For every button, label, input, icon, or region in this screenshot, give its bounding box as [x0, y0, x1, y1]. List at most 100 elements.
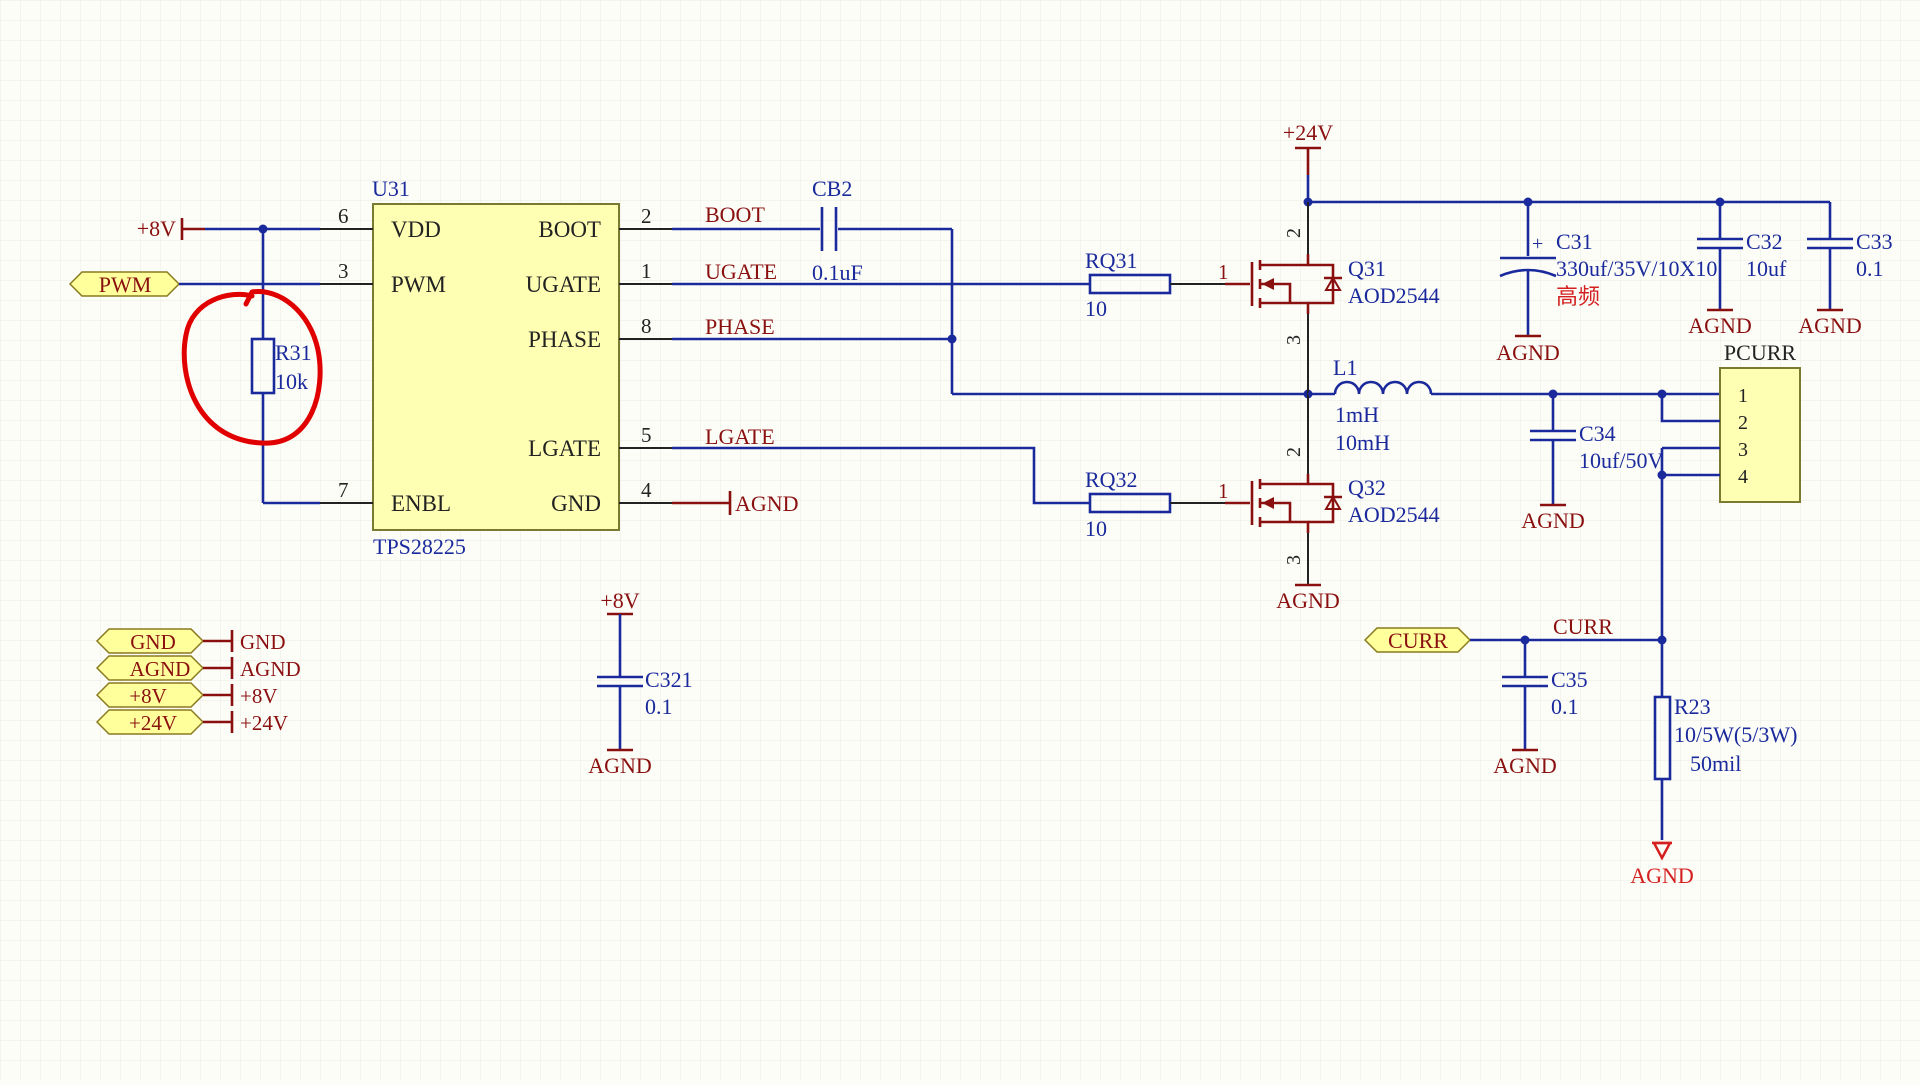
svg-text:GND: GND [130, 630, 176, 654]
pin-num-enbl: 7 [338, 478, 349, 502]
l1-ref: L1 [1333, 355, 1357, 380]
l1-value2: 10mH [1335, 430, 1390, 455]
pin-name-boot: BOOT [538, 217, 601, 242]
pin-num-boot: 2 [641, 204, 652, 228]
q31-ref: Q31 [1348, 256, 1386, 281]
pin-num-vdd: 6 [338, 204, 349, 228]
c35-value: 0.1 [1551, 694, 1579, 719]
rq31-pin-num: 1 [1218, 260, 1229, 284]
c31-plus: + [1532, 233, 1543, 255]
c321-8v-label: +8V [600, 588, 639, 613]
pin-num-ugate: 1 [641, 259, 652, 283]
r23-value: 10/5W(5/3W) [1674, 722, 1797, 747]
r31-ref: R31 [275, 340, 312, 365]
legend-row-agnd[interactable]: AGND AGND [95, 655, 301, 681]
port-pwm-label: PWM [99, 272, 152, 297]
pcurr-pin-4: 4 [1738, 466, 1748, 488]
svg-text:+8V: +8V [129, 684, 167, 708]
cb2-value: 0.1uF [812, 260, 863, 285]
port-curr[interactable]: CURR [1363, 627, 1472, 653]
svg-text:+24V: +24V [129, 711, 177, 735]
capacitor-c31[interactable]: + C31 330uf/35V/10X10 高频 AGND [1496, 202, 1717, 365]
legend-row-24v[interactable]: +24V +24V [95, 709, 288, 735]
q31-pin-d: 2 [1283, 228, 1305, 238]
c32-value: 10uf [1746, 256, 1787, 281]
r31-value: 10k [275, 369, 308, 394]
pcurr-pin-3: 3 [1738, 439, 1748, 461]
mosfet-q32[interactable]: 2 3 Q32 AOD2544 [1225, 394, 1440, 585]
pin-name-phase: PHASE [528, 327, 601, 352]
port-pwm[interactable]: PWM [68, 271, 181, 297]
c33-agnd-label: AGND [1798, 313, 1862, 338]
pin-num-phase: 8 [641, 314, 652, 338]
svg-text:+8V: +8V [240, 684, 278, 708]
capacitor-c33[interactable]: C33 0.1 AGND [1798, 202, 1893, 338]
rq32-pin-num: 1 [1218, 479, 1229, 503]
capacitor-c32[interactable]: C32 10uf AGND [1688, 202, 1787, 338]
power-8v-label: +8V [137, 216, 176, 241]
pin-num-gnd: 4 [641, 478, 652, 502]
c34-agnd-label: AGND [1521, 508, 1585, 533]
c33-value: 0.1 [1856, 256, 1884, 281]
rq31-ref: RQ31 [1085, 248, 1138, 273]
rq32-ref: RQ32 [1085, 467, 1138, 492]
capacitor-c35[interactable]: C35 0.1 AGND [1493, 640, 1588, 778]
q31-part: AOD2544 [1348, 283, 1440, 308]
resistor-rq31[interactable]: RQ31 10 [1085, 248, 1172, 321]
net-label-boot: BOOT [705, 202, 765, 227]
c31-agnd-label: AGND [1496, 340, 1560, 365]
pcurr-ref: PCURR [1724, 340, 1796, 365]
c33-ref: C33 [1856, 229, 1893, 254]
q32-agnd-label: AGND [1276, 588, 1340, 613]
pin-name-gnd: GND [551, 491, 601, 516]
c32-agnd-label: AGND [1688, 313, 1752, 338]
port-curr-label: CURR [1388, 628, 1448, 653]
pin-num-pwm: 3 [338, 259, 349, 283]
resistor-r23[interactable]: R23 10/5W(5/3W) 50mil AGND [1630, 694, 1797, 888]
net-label-ugate: UGATE [705, 259, 777, 284]
svg-text:AGND: AGND [130, 657, 191, 681]
pin-name-vdd: VDD [391, 217, 441, 242]
q32-part: AOD2544 [1348, 502, 1440, 527]
ic-u31[interactable]: U31 TPS28225 6 3 7 VDD PWM ENBL 2 1 8 5 … [320, 176, 672, 559]
r23-agnd-label: AGND [1630, 863, 1694, 888]
c35-agnd-label: AGND [1493, 753, 1557, 778]
mosfet-q31[interactable]: 2 3 Q31 AOD2544 [1225, 202, 1440, 394]
capacitor-c34[interactable]: C34 10uf/50V AGND [1521, 394, 1663, 533]
legend-row-8v[interactable]: +8V +8V [95, 682, 278, 708]
highlight-circle [181, 289, 323, 446]
c321-value: 0.1 [645, 694, 673, 719]
cb2-ref: CB2 [812, 176, 852, 201]
capacitor-cb2[interactable]: CB2 0.1uF [812, 176, 863, 285]
net-label-curr: CURR [1553, 614, 1613, 639]
c31-value: 330uf/35V/10X10 [1556, 256, 1717, 281]
inductor-l1[interactable]: L1 1mH 10mH [1308, 355, 1433, 455]
legend-row-gnd[interactable]: GND GND [95, 628, 286, 654]
ic-designator: U31 [372, 176, 410, 201]
ic-body [372, 203, 620, 531]
q32-pin-d: 2 [1283, 447, 1305, 457]
pcurr-pin-2: 2 [1738, 412, 1748, 434]
rq32-value: 10 [1085, 516, 1107, 541]
r23-note: 50mil [1690, 751, 1741, 776]
c35-ref: C35 [1551, 667, 1588, 692]
pin-name-ugate: UGATE [526, 272, 601, 297]
ic-part: TPS28225 [373, 534, 466, 559]
power-8v-left: +8V [137, 216, 205, 241]
q32-ref: Q32 [1348, 475, 1386, 500]
capacitor-c321[interactable]: +8V C321 0.1 AGND [588, 588, 692, 778]
c34-value: 10uf/50V [1579, 448, 1663, 473]
rq31-value: 10 [1085, 296, 1107, 321]
ic-gnd-label: AGND [735, 491, 799, 516]
connector-pcurr[interactable]: PCURR 1 2 3 4 [1719, 340, 1801, 503]
r23-ref: R23 [1674, 694, 1711, 719]
c321-agnd-label: AGND [588, 753, 652, 778]
resistor-rq32[interactable]: RQ32 10 [1085, 467, 1172, 541]
c32-ref: C32 [1746, 229, 1783, 254]
junction-phase [947, 334, 957, 344]
svg-text:AGND: AGND [240, 657, 301, 681]
pin-name-pwm: PWM [391, 272, 446, 297]
net-label-phase: PHASE [705, 314, 775, 339]
